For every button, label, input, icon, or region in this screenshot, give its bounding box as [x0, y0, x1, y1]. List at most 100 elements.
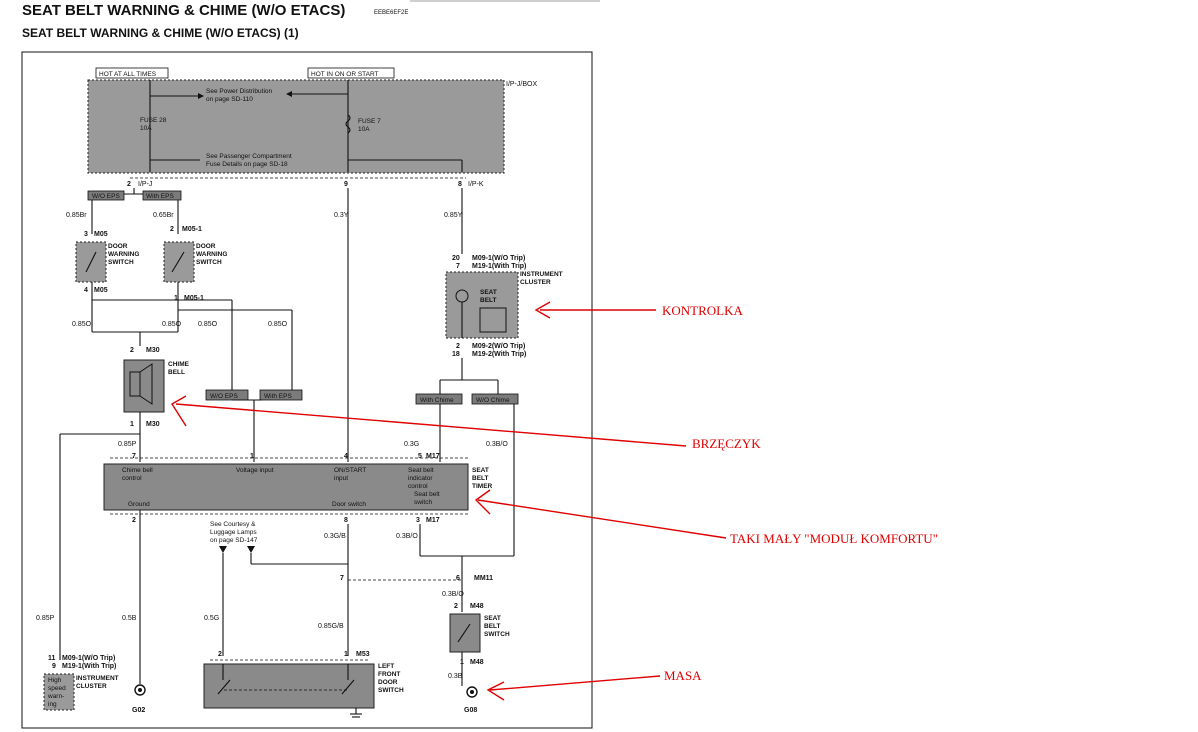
diagram-frame: [21, 51, 593, 729]
ic-m192-label: M19-2(With Trip): [472, 351, 526, 358]
timer-seat-belt-sw2: switch: [414, 499, 432, 506]
timer-belt-label: BELT: [472, 475, 489, 482]
m53-label: M53: [356, 651, 370, 658]
ipk-connector-label: I/P-K: [468, 181, 484, 188]
power-dist-page: on page SD-110: [206, 96, 253, 103]
wo-eps-tag-top: [87, 190, 125, 201]
wire-label-085o-3: 0.85O: [198, 321, 218, 328]
timer-seat-belt-ind3: control: [408, 483, 428, 490]
timer-pin8: 8: [344, 517, 348, 524]
arrow-head: [198, 93, 204, 99]
switch-blade: [85, 251, 97, 273]
left-front-door-switch: [203, 663, 375, 709]
ic-pin7: 7: [456, 263, 460, 270]
ground-g02-dot: [138, 688, 142, 692]
arrow-head: [286, 91, 292, 97]
ic-pin20: 20: [452, 255, 460, 262]
hot-at-all-times-tag: [95, 67, 169, 79]
hs-label1: High: [48, 677, 62, 684]
document-code: EEBE6EF2E: [374, 10, 408, 16]
wire-label-085gb: 0.85G/B: [318, 623, 344, 630]
hs-label4: ing: [48, 701, 57, 708]
g02-label: G02: [132, 707, 145, 714]
timer-on-start2: input: [334, 475, 348, 482]
ic2-cluster-label: CLUSTER: [76, 683, 107, 690]
courtesy-label3: on page SD-147: [210, 537, 258, 544]
modul-arrow-head: [474, 489, 491, 515]
m05-pin4: 4: [84, 287, 88, 294]
door-warning2-label3: SWITCH: [196, 259, 222, 266]
m30-pin1: 1: [130, 421, 134, 428]
m48-label-top: M48: [470, 603, 484, 610]
ic-seat-label: SEAT: [480, 289, 497, 296]
kontrolka-arrow-head: [534, 301, 551, 319]
courtesy-arrow-1: [219, 546, 227, 553]
lfds-left-label: LEFT: [378, 663, 394, 670]
with-eps-label-top: With EPS: [146, 193, 174, 200]
ic2-pin9: 9: [52, 663, 56, 670]
ic-pin2: 2: [456, 343, 460, 350]
wo-eps-tag: [205, 389, 249, 401]
hot-in-on-label: HOT IN ON OR START: [311, 71, 379, 78]
wire-label-05b: 0.5B: [122, 615, 137, 622]
m48-label-bottom: M48: [470, 659, 484, 666]
chime-cone: [139, 363, 153, 405]
seat-belt-switch-blade: [457, 623, 471, 643]
switch-blade: [171, 251, 185, 273]
timer-label: TIMER: [472, 483, 493, 490]
high-speed-warning-cluster: [43, 673, 75, 711]
wire-label-085p-bottom: 0.85P: [36, 615, 55, 622]
timer-chime-ctrl: Chime bell: [122, 467, 153, 474]
timer-chime-ctrl2: control: [122, 475, 142, 482]
ic-pin18: 18: [452, 351, 460, 358]
timer-pin3: 3: [416, 517, 420, 524]
wire-label-085y: 0.85Y: [444, 212, 463, 219]
wo-eps-label-top: W/O EPS: [92, 193, 120, 200]
timer-seat-belt-ind2: indicator: [408, 475, 433, 482]
hot-at-all-times-label: HOT AT ALL TIMES: [99, 71, 157, 78]
wire-label-085o-4: 0.85O: [268, 321, 288, 328]
pin-ipj-9: 9: [344, 181, 348, 188]
m051-label-top: M05-1: [182, 226, 202, 233]
g08-label: G08: [464, 707, 477, 714]
ic2-m191-label: M19-1(With Trip): [62, 663, 116, 670]
brzeczyk-arrow-head: [171, 395, 187, 427]
timer-pin2: 2: [132, 517, 136, 524]
wo-chime-label: W/O Chime: [476, 397, 510, 404]
wire-label-085p-top: 0.85P: [118, 441, 137, 448]
with-eps-label: With EPS: [264, 393, 292, 400]
ic-m191-label: M19-1(With Trip): [472, 263, 526, 270]
wire-label-03bo-mid: 0.3B/O: [396, 533, 418, 540]
wire-label-085br: 0.85Br: [66, 212, 87, 219]
door-warning-label1: DOOR: [108, 243, 128, 250]
timer-ground: Ground: [128, 501, 150, 508]
m30-pin2: 2: [130, 347, 134, 354]
pin-ipk-8: 8: [458, 181, 462, 188]
mm11-pin6: 6: [456, 575, 460, 582]
modul-arrow-line: [477, 499, 727, 539]
m05-pin3: 3: [84, 231, 88, 238]
door-warning2-label2: WARNING: [196, 251, 227, 258]
wire-label-03gb: 0.3G/B: [324, 533, 346, 540]
power-dist-label: See Power Distribution: [206, 88, 272, 95]
m051-pin2: 2: [170, 226, 174, 233]
brzeczyk-arrow-line: [175, 403, 687, 447]
timer-door-switch: Door switch: [332, 501, 366, 508]
passenger-fuse-label: See Passenger Compartment: [206, 153, 292, 160]
m05-label-top: M05: [94, 231, 108, 238]
bell-label: BELL: [168, 369, 185, 376]
hs-label2: speed: [48, 685, 66, 692]
ic-cluster-label: CLUSTER: [520, 279, 551, 286]
hs-label3: warn-: [47, 693, 64, 700]
page-title: SEAT BELT WARNING & CHIME (W/O ETACS): [22, 2, 345, 19]
lfds-front-label: FRONT: [378, 671, 400, 678]
fuse7-label: FUSE 7: [358, 118, 381, 125]
ground-g08-icon: [466, 686, 478, 698]
ipj-box-label: I/P-J/BOX: [506, 81, 537, 88]
timer-seat-label: SEAT: [472, 467, 489, 474]
m051-pin1: 1: [174, 295, 178, 302]
ic2-m091-label: M09-1(W/O Trip): [62, 655, 115, 662]
timer-m17-top: M17: [426, 453, 440, 460]
m051-label-bottom: M05-1: [184, 295, 204, 302]
